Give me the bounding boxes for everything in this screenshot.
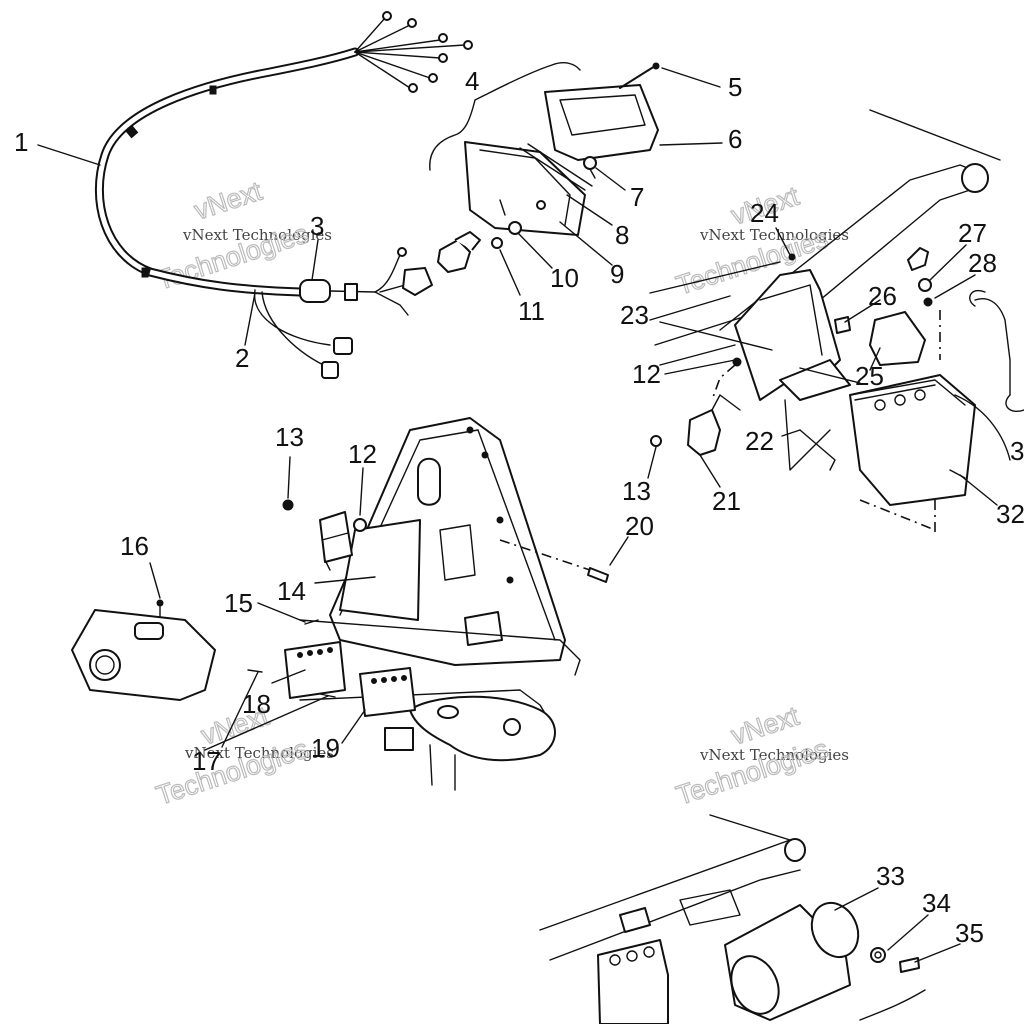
callout-34: 34 [922, 888, 951, 918]
frame-upper-right [649, 109, 1024, 535]
callout-19: 19 [311, 733, 340, 763]
callout-35: 35 [955, 918, 984, 948]
callout-4: 4 [465, 66, 479, 96]
callout-7: 7 [630, 182, 644, 212]
tail-light-assembly [429, 62, 660, 273]
callout-17: 17 [192, 746, 221, 776]
callout-31: 31 [1010, 436, 1024, 466]
electrical-panel [282, 417, 566, 666]
callout-16: 16 [120, 531, 149, 561]
callout-12-right: 12 [632, 359, 661, 389]
callout-23: 23 [620, 300, 649, 330]
callout-22: 22 [745, 426, 774, 456]
callout-28: 28 [968, 248, 997, 278]
callout-2: 2 [235, 343, 249, 373]
callout-labels: 1 2 3 4 5 6 7 8 9 10 11 12 13 12 13 14 1… [14, 66, 1024, 948]
callout-12-left: 12 [348, 439, 377, 469]
regulator-modules [247, 619, 416, 717]
starter-motor-assembly [539, 814, 926, 1024]
callout-21: 21 [712, 486, 741, 516]
callout-8: 8 [615, 220, 629, 250]
callout-33: 33 [876, 861, 905, 891]
callout-25: 25 [855, 361, 884, 391]
svg-text:vNext Technologies: vNext Technologies [699, 226, 849, 244]
svg-text:vNext Technologies: vNext Technologies [699, 746, 849, 764]
callout-32: 32 [996, 499, 1024, 529]
callout-15: 15 [224, 588, 253, 618]
svg-text:vNext Technologies: vNext Technologies [182, 226, 332, 244]
bolt-20 [499, 539, 609, 583]
callout-14: 14 [277, 576, 306, 606]
callout-13-right: 13 [622, 476, 651, 506]
watermark-bottom-right: vNext vNext Technologies Technologies [672, 700, 849, 811]
callout-26: 26 [868, 281, 897, 311]
callout-13-left: 13 [275, 422, 304, 452]
callout-3: 3 [310, 211, 324, 241]
callout-5: 5 [728, 72, 742, 102]
wiring-harness [94, 11, 473, 379]
svg-text:vNext: vNext [191, 176, 266, 226]
callout-18: 18 [242, 689, 271, 719]
leader-lines [37, 67, 998, 963]
svg-text:vNext Technologies: vNext Technologies [184, 744, 334, 762]
frame-lower-left [299, 619, 581, 791]
callout-6: 6 [728, 124, 742, 154]
callout-9: 9 [610, 259, 624, 289]
callout-24: 24 [750, 198, 779, 228]
callout-27: 27 [958, 218, 987, 248]
callout-20: 20 [625, 511, 654, 541]
callout-10: 10 [550, 263, 579, 293]
callout-1: 1 [14, 127, 28, 157]
callout-11: 11 [518, 296, 545, 326]
oil-tank [71, 599, 216, 701]
